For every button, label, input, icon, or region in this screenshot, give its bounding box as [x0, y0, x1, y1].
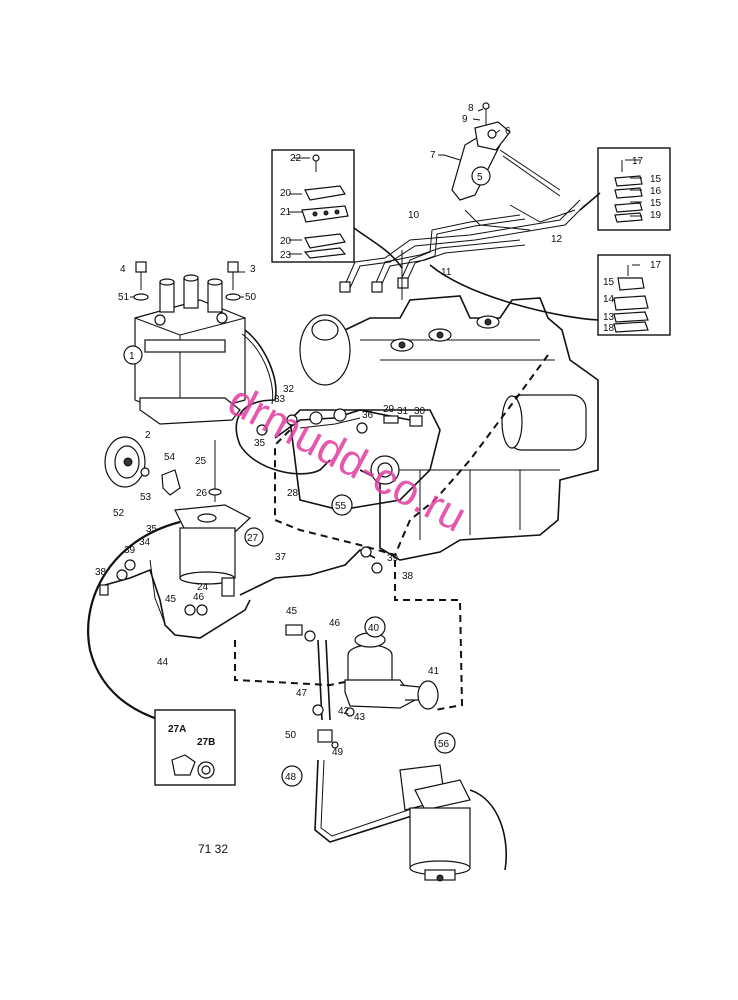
callout-37: 37 — [275, 552, 287, 563]
callout-8: 8 — [468, 103, 474, 114]
callout-3: 3 — [250, 264, 256, 275]
callout-36: 36 — [362, 410, 374, 421]
hidden-outline — [274, 354, 549, 557]
callout-14: 14 — [603, 294, 615, 305]
callout-9: 9 — [462, 114, 468, 125]
callout-54: 54 — [164, 452, 176, 463]
callout-7: 7 — [430, 150, 436, 161]
callout-15-c: 15 — [603, 277, 615, 288]
callout-2: 2 — [145, 430, 151, 441]
callout-33: 33 — [274, 394, 286, 405]
callout-15-b: 15 — [650, 198, 662, 209]
callout-25: 25 — [195, 456, 207, 467]
callout-51: 51 — [118, 292, 130, 303]
callout-13: 13 — [603, 312, 615, 323]
callout-12: 12 — [551, 234, 563, 245]
clamp-kit-box-right-top — [597, 147, 671, 231]
callout-17-b: 17 — [650, 260, 662, 271]
callout-56: 56 — [438, 739, 450, 750]
callout-16: 16 — [650, 186, 662, 197]
callout-49: 49 — [332, 747, 344, 758]
callout-26: 26 — [196, 488, 208, 499]
callout-labels: 1 5 27 55 40 48 56 2 3 4 6 7 8 9 10 11 1… — [95, 103, 662, 787]
callout-20-b: 20 — [280, 236, 292, 247]
callout-28: 28 — [287, 488, 299, 499]
callout-6: 6 — [505, 126, 511, 137]
callout-1: 1 — [129, 351, 135, 362]
injection-pump — [134, 274, 246, 425]
callout-27a: 27A — [168, 724, 186, 735]
callout-45-a: 45 — [165, 594, 177, 605]
feed-pump — [344, 632, 439, 710]
callout-27b: 27B — [197, 737, 215, 748]
injector — [443, 102, 561, 201]
callout-5: 5 — [477, 172, 483, 183]
callout-35-a: 35 — [254, 438, 266, 449]
callout-24: 24 — [197, 582, 209, 593]
callout-30: 30 — [414, 406, 426, 417]
clamp-kit-box-left — [271, 149, 355, 263]
hidden-outline-lower — [234, 560, 464, 711]
callout-46-a: 46 — [193, 592, 205, 603]
callout-44: 44 — [157, 657, 169, 668]
engine-block — [289, 295, 599, 561]
clamp-kit-box-right-bottom — [597, 254, 671, 336]
callout-40: 40 — [368, 623, 380, 634]
box-leader-lines — [353, 192, 601, 321]
callout-4: 4 — [120, 264, 126, 275]
callout-45-b: 45 — [286, 606, 298, 617]
fuel-lines — [87, 329, 508, 871]
callout-42: 42 — [338, 706, 350, 717]
callout-31: 31 — [397, 406, 409, 417]
injection-pipes — [339, 199, 586, 300]
callout-50-b: 50 — [285, 730, 297, 741]
callout-27: 27 — [247, 533, 259, 544]
callout-38-b: 38 — [402, 571, 414, 582]
callout-38-a: 38 — [95, 567, 107, 578]
callout-23: 23 — [280, 250, 292, 261]
callout-48: 48 — [285, 772, 297, 783]
callout-41: 41 — [428, 666, 440, 677]
callout-17-a: 17 — [632, 156, 644, 167]
figure-code: 71 32 — [198, 842, 228, 856]
callout-15-a: 15 — [650, 174, 662, 185]
callout-10: 10 — [408, 210, 420, 221]
callout-55: 55 — [335, 501, 347, 512]
callout-53: 53 — [140, 492, 152, 503]
callout-35-b: 35 — [146, 524, 158, 535]
fuel-filter-27 — [174, 440, 252, 597]
callout-43: 43 — [354, 712, 366, 723]
detail-box-27a-27b — [154, 709, 236, 786]
leader-lines — [130, 108, 642, 301]
watermark-text: drmudd-co.ru — [220, 376, 474, 542]
callout-34: 34 — [139, 537, 151, 548]
callout-46-b: 46 — [329, 618, 341, 629]
callout-50-a: 50 — [245, 292, 257, 303]
callout-11: 11 — [441, 267, 452, 278]
callout-21: 21 — [280, 207, 292, 218]
callout-52: 52 — [113, 508, 125, 519]
callout-29: 29 — [383, 404, 395, 415]
water-separator — [399, 764, 471, 882]
callout-39-b: 39 — [387, 553, 399, 564]
drive-pulley — [104, 436, 181, 496]
callout-47: 47 — [296, 688, 308, 699]
callout-19: 19 — [650, 210, 662, 221]
callout-18: 18 — [603, 323, 615, 334]
callout-32: 32 — [283, 384, 295, 395]
callout-20-a: 20 — [280, 188, 292, 199]
callout-39-a: 39 — [124, 545, 136, 556]
